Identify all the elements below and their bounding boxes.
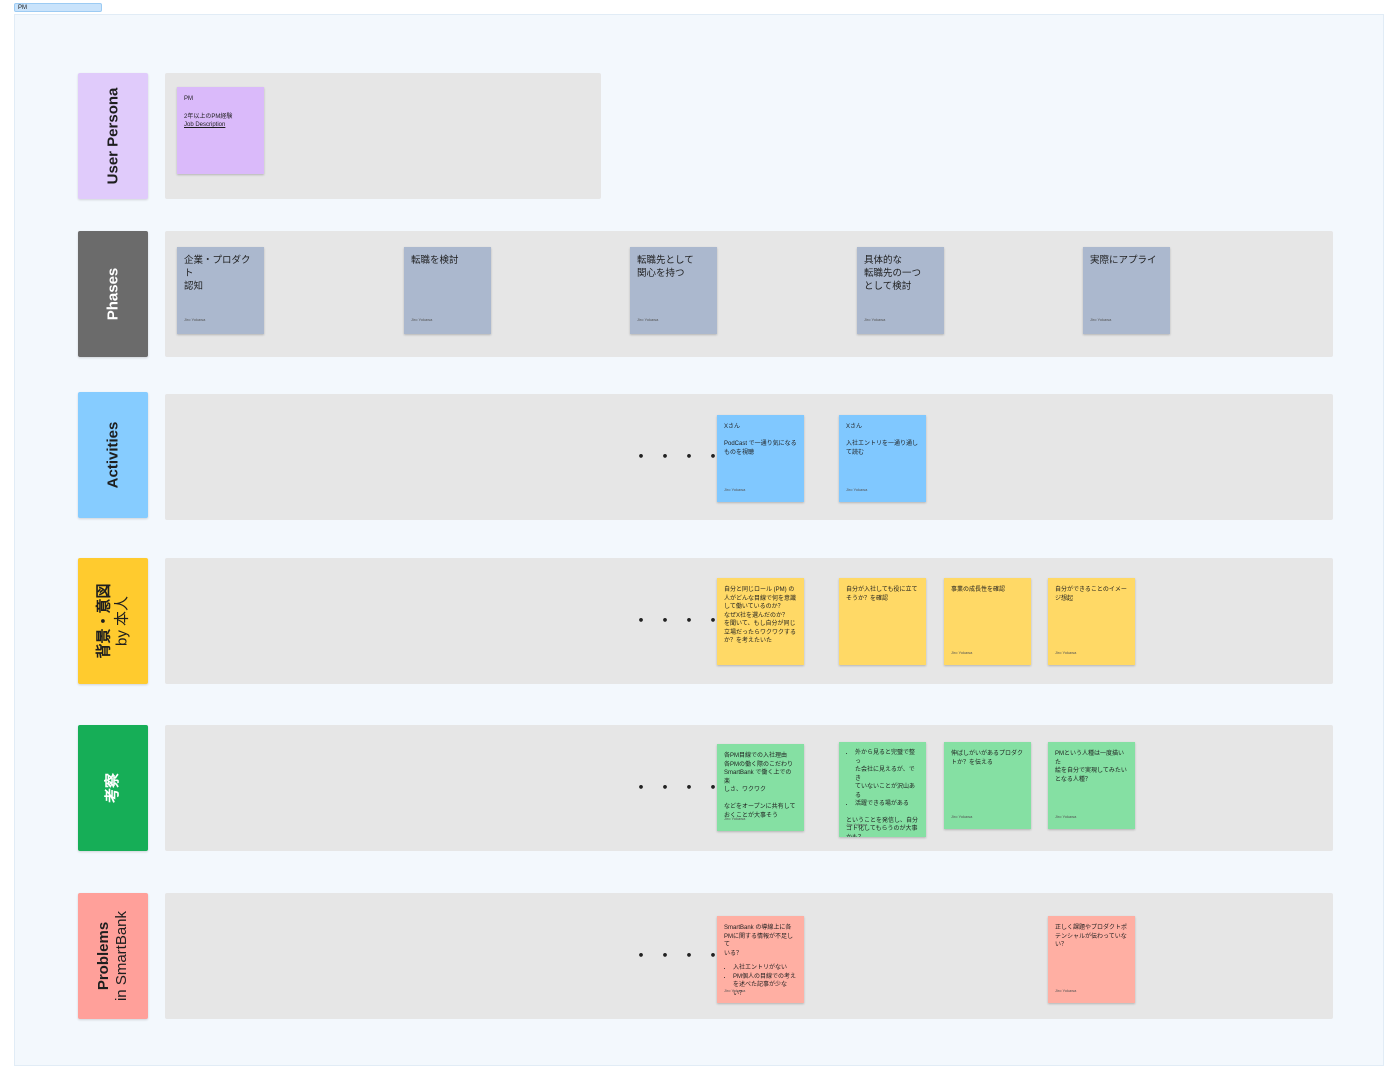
row-label-text: User Persona — [104, 87, 121, 185]
ellipsis-dots: ・・・・ — [632, 611, 728, 631]
sticky-text: 伸ばしがいがあるプロダク トか？を伝える — [951, 751, 1024, 766]
sticky-insight[interactable]: 伸ばしがいがあるプロダク トか？を伝える Jiro Yokawa — [944, 742, 1031, 829]
sticky-problem[interactable]: SmartBank の導線上に各 PMに関する情報が不足して いる？ 入社エント… — [717, 916, 804, 1003]
sticky-author: Jiro Yokawa — [184, 317, 206, 322]
sticky-bullets: 入社エントリがない PM個人の目線での考え を述べた記事が少ない？ — [724, 964, 797, 998]
sticky-text: Xさん PodCast で一通り気になる ものを視聴 — [724, 424, 797, 456]
row-label-text: 考察 — [103, 772, 121, 804]
row-label-sub: by 本人 — [113, 595, 131, 647]
row-label-text: Problems in SmartBank — [95, 911, 131, 1001]
row-label-user-persona[interactable]: User Persona — [78, 73, 148, 199]
sticky-text: 転職を検討 — [411, 255, 459, 266]
ellipsis-dots: ・・・・ — [632, 447, 728, 467]
bullet-item: 活躍できる場がある — [855, 800, 919, 809]
sticky-text: SmartBank の導線上に各 PMに関する情報が不足して いる？ — [724, 925, 794, 957]
sticky-text: 各PM目線での入社理由 各PMの働く際のこだわり SmartBank で働く上で… — [724, 753, 796, 819]
sticky-intent[interactable]: 自分ができることのイメー ジ想起 Jiro Yokawa — [1048, 578, 1135, 665]
frame-title[interactable]: PM — [14, 3, 102, 12]
bullet-item: 外から見ると完璧で整っ た会社に見えるが、でき ていないことが沢山ある — [855, 749, 919, 800]
sticky-author: Jiro Yokawa — [724, 987, 746, 993]
row-label-insight[interactable]: 考察 — [78, 725, 148, 851]
sticky-text: 実際にアプライ — [1090, 255, 1157, 266]
persona-title: PM — [184, 96, 193, 102]
sticky-author: Jiro Yokawa — [411, 317, 433, 322]
sticky-author: Jiro Yokawa — [951, 813, 973, 819]
sticky-author: Jiro Yokawa — [846, 821, 868, 827]
sticky-text: 正しく課題やプロダクトポ テンシャルが伝わっていな い？ — [1055, 925, 1128, 948]
sticky-text: 企業・プロダクト 認知 — [184, 255, 251, 292]
bullet-item: 入社エントリがない — [733, 964, 797, 973]
sticky-problem[interactable]: 正しく課題やプロダクトポ テンシャルが伝わっていな い？ Jiro Yokawa — [1048, 916, 1135, 1003]
ellipsis-dots: ・・・・ — [632, 778, 728, 798]
sticky-phase[interactable]: 企業・プロダクト 認知 Jiro Yokawa — [177, 247, 264, 334]
sticky-text: PMという人種は一度描いた 絵を自分で実現してみたい となる人種？ — [1055, 751, 1127, 783]
row-label-phases[interactable]: Phases — [78, 231, 148, 357]
sticky-text: 自分が入社しても役に立て そうか？を確認 — [846, 587, 918, 602]
row-label-main: 背景・意図 — [95, 583, 113, 659]
sticky-author: Jiro Yokawa — [724, 486, 746, 492]
ellipsis-dots: ・・・・ — [632, 946, 728, 966]
sticky-persona[interactable]: PM 2年以上のPM経験 Job Description — [177, 87, 264, 174]
row-label-text: 背景・意図 by 本人 — [95, 583, 131, 658]
sticky-text: 具体的な 転職先の一つ として検討 — [864, 255, 922, 292]
sticky-author: Jiro Yokawa — [1055, 649, 1077, 655]
row-label-problems[interactable]: Problems in SmartBank — [78, 893, 148, 1019]
sticky-author: Jiro Yokawa — [951, 649, 973, 655]
sticky-text: 自分ができることのイメー ジ想起 — [1055, 587, 1127, 602]
sticky-intent[interactable]: 自分と同じロール (PM) の 人がどんな目線で何を意識 して働いているのか？ … — [717, 578, 804, 665]
row-label-text: Activities — [103, 421, 121, 489]
sticky-intent[interactable]: 事業の成長性を確認 Jiro Yokawa — [944, 578, 1031, 665]
row-label-intent[interactable]: 背景・意図 by 本人 — [78, 558, 148, 684]
sticky-phase[interactable]: 実際にアプライ Jiro Yokawa — [1083, 247, 1170, 334]
sticky-author: Jiro Yokawa — [637, 317, 659, 322]
sticky-author: Jiro Yokawa — [846, 486, 868, 492]
sticky-insight[interactable]: 外から見ると完璧で整っ た会社に見えるが、でき ていないことが沢山ある 活躍でき… — [839, 742, 926, 837]
job-description-link[interactable]: Job Description — [184, 122, 226, 128]
sticky-author: Jiro Yokawa — [1055, 813, 1077, 819]
sticky-author: Jiro Yokawa — [1090, 317, 1112, 322]
sticky-intent[interactable]: 自分が入社しても役に立て そうか？を確認 — [839, 578, 926, 665]
sticky-author: Jiro Yokawa — [1055, 987, 1077, 993]
sticky-text: ということを発信し、自分 ゴト化してもらうのが大事 かも？ — [846, 817, 919, 838]
sticky-author: Jiro Yokawa — [864, 317, 886, 322]
sticky-text: 自分と同じロール (PM) の 人がどんな目線で何を意識 して働いているのか？ … — [724, 587, 797, 644]
sticky-insight[interactable]: PMという人種は一度描いた 絵を自分で実現してみたい となる人種？ Jiro Y… — [1048, 742, 1135, 829]
row-label-sub: in SmartBank — [113, 910, 131, 1002]
persona-line: 2年以上のPM経験 — [184, 113, 233, 120]
sticky-activity[interactable]: Xさん PodCast で一通り気になる ものを視聴 Jiro Yokawa — [717, 415, 804, 502]
sticky-phase[interactable]: 具体的な 転職先の一つ として検討 Jiro Yokawa — [857, 247, 944, 334]
sticky-author: Jiro Yokawa — [724, 815, 746, 821]
sticky-phase[interactable]: 転職を検討 Jiro Yokawa — [404, 247, 491, 334]
sticky-text: Xさん 入社エントリを一通り通し て読む — [846, 424, 919, 456]
sticky-bullets: 外から見ると完璧で整っ た会社に見えるが、でき ていないことが沢山ある 活躍でき… — [846, 749, 919, 809]
row-label-main: Problems — [95, 921, 113, 991]
row-label-text: Phases — [103, 267, 121, 321]
sticky-activity[interactable]: Xさん 入社エントリを一通り通し て読む Jiro Yokawa — [839, 415, 926, 502]
sticky-phase[interactable]: 転職先として 関心を持つ Jiro Yokawa — [630, 247, 717, 334]
row-label-activities[interactable]: Activities — [78, 392, 148, 518]
sticky-text: 転職先として 関心を持つ — [637, 255, 694, 279]
sticky-insight[interactable]: 各PM目線での入社理由 各PMの働く際のこだわり SmartBank で働く上で… — [717, 744, 804, 831]
bullet-item: PM個人の目線での考え を述べた記事が少ない？ — [733, 973, 797, 999]
sticky-text: 事業の成長性を確認 — [951, 587, 1006, 593]
